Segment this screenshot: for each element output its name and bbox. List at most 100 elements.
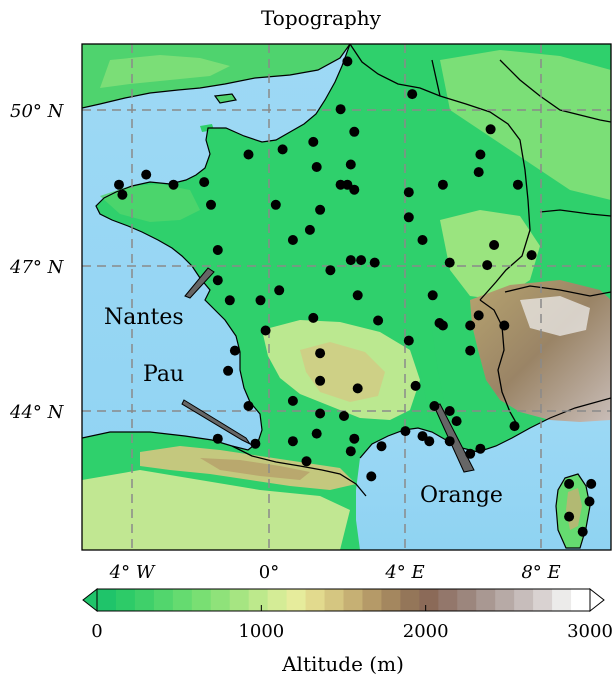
station-dot: [366, 471, 377, 482]
station-dot: [369, 257, 380, 268]
lat-label-44: 44° N: [9, 402, 65, 423]
station-dot: [499, 320, 510, 331]
station-dot: [117, 189, 128, 200]
station-dot: [141, 169, 152, 180]
station-dot: [512, 179, 523, 190]
colorbar-cell: [286, 589, 307, 611]
station-dot: [407, 89, 418, 100]
colorbar-label: Altitude (m): [281, 652, 404, 676]
station-dot: [287, 395, 298, 406]
station-dot: [315, 375, 326, 386]
colorbar-cell: [419, 589, 439, 611]
station-dot: [349, 184, 360, 195]
station-dot: [526, 250, 537, 261]
station-dot: [223, 365, 234, 376]
colorbar-cell: [97, 589, 117, 611]
station-dot: [277, 144, 288, 155]
station-dot: [114, 179, 124, 190]
colorbar-cell: [229, 589, 250, 611]
station-dot: [437, 320, 448, 331]
station-dot: [270, 199, 281, 210]
colorbar-cell: [533, 589, 553, 611]
station-dot: [352, 290, 363, 301]
station-dot: [403, 212, 414, 223]
colorbar-cell: [495, 589, 515, 611]
station-dot: [301, 456, 312, 467]
colorbar-cell: [552, 589, 572, 611]
station-dot: [465, 345, 476, 356]
station-dot: [243, 401, 254, 411]
station-dot: [485, 124, 496, 135]
colorbar-cell: [514, 589, 534, 611]
station-dot: [212, 275, 223, 286]
station-dot: [424, 436, 435, 447]
station-dot: [577, 526, 588, 537]
land-jersey: [200, 124, 214, 132]
colorbar-cell: [381, 589, 401, 611]
colorbar-cells: [97, 589, 591, 611]
station-dot: [400, 426, 411, 437]
colorbar-extend-high: [589, 587, 605, 613]
pau-label: Pau: [143, 362, 184, 387]
station-dot: [489, 240, 500, 250]
station-dot: [287, 436, 298, 447]
station-dot: [465, 320, 476, 331]
station-dot: [206, 199, 216, 210]
colorbar-tick-label: 2000: [403, 621, 449, 642]
colorbar-cell: [400, 589, 420, 611]
lat-label-47: 47° N: [9, 257, 65, 278]
station-dot: [212, 245, 223, 255]
colorbar-cell: [191, 589, 212, 611]
station-dot: [586, 478, 597, 489]
station-dot: [451, 416, 462, 427]
station-dot: [584, 496, 595, 507]
station-dot: [287, 235, 298, 245]
relief-pyrenees-high: [200, 458, 310, 480]
station-dot: [311, 162, 322, 172]
station-dot: [335, 104, 346, 115]
relief-iberia: [82, 470, 350, 550]
station-dot: [315, 204, 326, 215]
station-dot: [315, 348, 326, 359]
station-dot: [229, 345, 240, 356]
colorbar-cell: [305, 589, 326, 611]
station-dot: [325, 265, 336, 276]
pau-pointer: [181, 399, 252, 446]
colorbar-tick-label: 3000: [567, 621, 612, 642]
map-panel: [82, 44, 611, 550]
station-dot: [224, 295, 235, 306]
station-dot: [345, 446, 356, 457]
station-dot: [308, 312, 319, 323]
map-title: Topography: [261, 6, 382, 30]
map-gridlines: [82, 44, 611, 550]
station-dot: [342, 56, 353, 67]
colorbar-cell: [172, 589, 193, 611]
lon-label-4w: 4° W: [109, 562, 156, 583]
colorbar-cell: [343, 589, 363, 611]
station-dot: [373, 315, 384, 326]
station-dot: [482, 260, 493, 271]
colorbar-cell: [476, 589, 496, 611]
colorbar-cell: [153, 589, 174, 611]
station-dot: [403, 335, 414, 346]
relief-germany-hills: [440, 50, 611, 200]
colorbar-cell: [571, 589, 591, 611]
station-dot: [475, 149, 486, 160]
station-dot: [315, 408, 326, 419]
colorbar-cell: [457, 589, 477, 611]
station-dot: [199, 177, 210, 188]
station-dot: [403, 187, 414, 198]
station-dot: [349, 433, 360, 444]
nantes-label: Nantes: [104, 305, 184, 330]
station-dot: [509, 421, 520, 432]
station-dot: [274, 285, 285, 296]
colorbar-cell: [248, 589, 269, 611]
colorbar-tick-label: 0: [91, 621, 102, 642]
relief-vosges-jura: [440, 210, 540, 300]
station-dot: [417, 431, 428, 442]
colorbar-frame: [96, 588, 591, 612]
lon-label-8e: 8° E: [521, 562, 560, 583]
orange-label: Orange: [420, 483, 503, 508]
station-dot: [349, 126, 360, 137]
